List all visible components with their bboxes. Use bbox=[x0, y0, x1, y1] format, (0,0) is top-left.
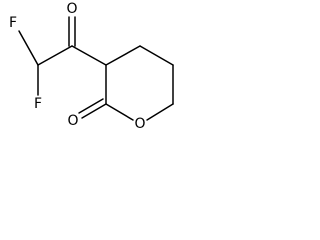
chemical-structure: F F O O O bbox=[9, 1, 174, 132]
bonds bbox=[18, 16, 174, 121]
atom-lactone-oxygen: O bbox=[67, 113, 78, 129]
bond-c3-c4 bbox=[105, 45, 141, 66]
bond-chf2-carbonyl bbox=[37, 45, 73, 66]
bond-c6-o1 bbox=[146, 103, 174, 121]
bond-lactone-double-2 bbox=[78, 98, 104, 114]
bond-carbonyl-c3 bbox=[71, 45, 107, 66]
atom-labels: F F O O O bbox=[9, 1, 146, 132]
atom-fluorine-bottom: F bbox=[34, 96, 42, 112]
bond-c4-c5 bbox=[139, 45, 174, 66]
atom-fluorine-top: F bbox=[9, 15, 17, 31]
atom-ring-oxygen: O bbox=[134, 116, 145, 132]
bond-o1-c2 bbox=[105, 103, 134, 121]
bond-chf2-f-top bbox=[18, 30, 39, 66]
atom-ketone-oxygen: O bbox=[66, 1, 77, 17]
bond-lactone-double-1 bbox=[81, 103, 107, 119]
